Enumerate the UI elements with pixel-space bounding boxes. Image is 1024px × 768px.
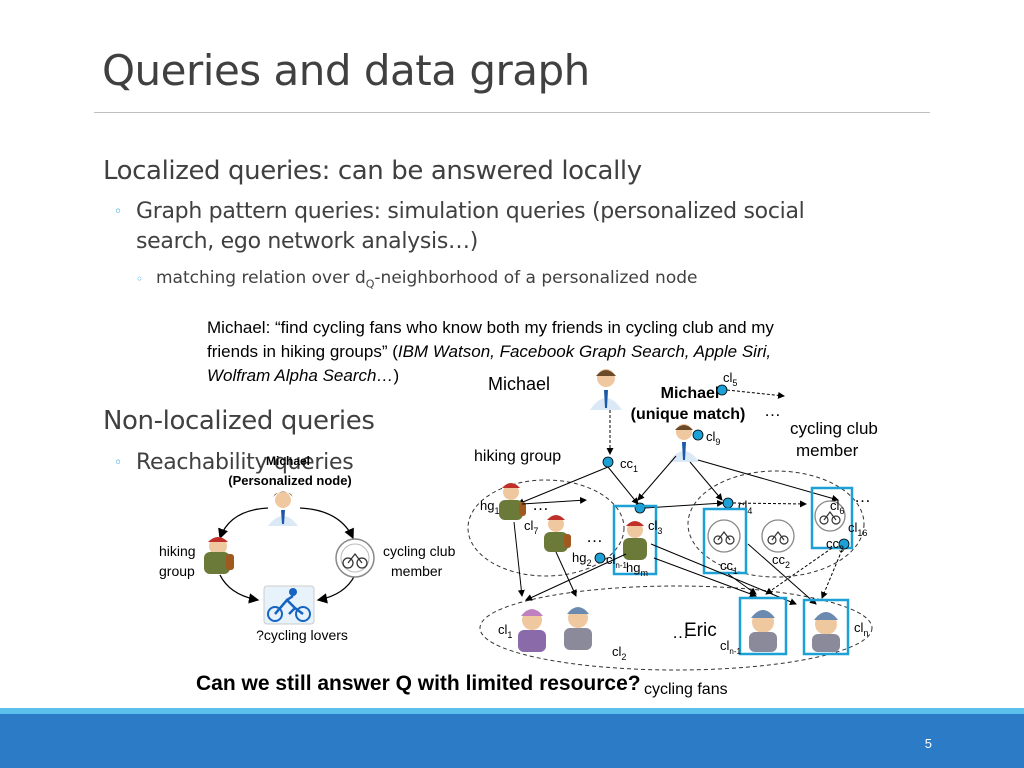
hiker3-avatar-icon <box>623 521 647 560</box>
label-cl3: cl3 <box>648 518 662 536</box>
quote-line2: friends in hiking groups” (IBM Watson, F… <box>207 340 907 364</box>
label-hgm: hgm <box>626 560 648 578</box>
query-graph: Michael (Personalized node) hiking group… <box>159 454 456 643</box>
bullet-graph-pattern-line2: search, ego network analysis…) <box>136 229 479 254</box>
data-michael-bold: Michael <box>661 385 720 402</box>
query-hiking-line1: hiking <box>159 543 196 559</box>
michael-avatar-icon <box>268 491 298 526</box>
data-michael-name: Michael <box>488 374 550 394</box>
bottom-question: Can we still answer Q with limited resou… <box>196 672 641 695</box>
cyclist-fan-n-icon <box>812 612 840 652</box>
match-box-cln1 <box>738 596 788 656</box>
matching-pre: matching relation over d <box>156 268 366 288</box>
data-cycling-fans: cycling fans <box>644 681 728 698</box>
bullet-non-localized: Non-localized queries <box>103 406 375 436</box>
query-cycling-lovers: ?cycling lovers <box>256 627 348 643</box>
node-cc1 <box>602 456 614 468</box>
example-quote: Michael: “find cycling fans who know bot… <box>207 316 907 388</box>
page-number: 5 <box>924 736 932 751</box>
hiker-avatar-icon <box>204 537 234 574</box>
bullet-reachability: Reachability queries <box>136 450 354 475</box>
match-box-cl3 <box>612 504 658 576</box>
node-cl5 <box>716 384 728 396</box>
matching-sub: Q <box>365 277 375 291</box>
cycling-club-badge-icon <box>335 538 375 578</box>
label-cln1: cln-1 <box>720 638 742 656</box>
label-cl16: cl16 <box>848 520 867 538</box>
cyclist-eric-icon <box>749 610 777 652</box>
bullet-marker-icon: ◦ <box>114 204 123 220</box>
quote-line3: Wolfram Alpha Search…) <box>207 364 907 388</box>
bullet-graph-pattern-line1: Graph pattern queries: simulation querie… <box>136 199 805 224</box>
label-cl5: cl5 <box>723 370 737 388</box>
hiker2-avatar-icon <box>544 515 571 552</box>
query-personalized-label: (Personalized node) <box>228 473 352 488</box>
cycling-badge2-icon <box>761 519 795 553</box>
label-clk: cln-1 <box>606 552 628 570</box>
data-cycling-club-line1: cycling club <box>790 419 878 438</box>
query-michael-label: Michael <box>266 454 310 468</box>
label-cl1: cl1 <box>498 622 512 640</box>
data-graph: Michael Michael (unique match) cl5 … cl9… <box>467 369 878 698</box>
cyclist-icon <box>263 585 315 625</box>
bullet-localized: Localized queries: can be answered local… <box>103 156 642 186</box>
quote-line1: Michael: “find cycling fans who know bot… <box>207 318 774 337</box>
label-cln: cln <box>854 620 868 638</box>
data-unique-match: (unique match) <box>631 406 746 423</box>
ellipsis-fans: … <box>672 623 689 642</box>
ellipsis-mid: … <box>586 527 603 546</box>
node-cc3 <box>838 538 850 550</box>
cycling-club-region <box>687 470 865 578</box>
hiking-group-region <box>467 479 625 577</box>
label-cc3: cc3 <box>826 536 844 554</box>
quote-line3-italic: Wolfram Alpha Search… <box>207 366 394 385</box>
hiker1-avatar-icon <box>499 483 526 520</box>
label-cl7: cl7 <box>524 518 538 536</box>
cyclist-fan1-icon <box>518 609 546 652</box>
label-cl4: cl4 <box>738 498 752 516</box>
bullet-marker-icon: ◦ <box>114 455 123 471</box>
bullet-matching-relation: matching relation over dQ-neighborhood o… <box>156 268 697 290</box>
data-hiking-group: hiking group <box>474 448 561 465</box>
label-cl9: cl9 <box>706 429 720 447</box>
label-cc4: cc1 <box>720 558 738 576</box>
cycling-badge1-icon <box>707 519 741 553</box>
query-hiking-line2: group <box>159 563 195 579</box>
footer-stripe <box>0 708 1024 714</box>
quote-line2-plain: friends in hiking groups” ( <box>207 342 398 361</box>
label-cl2: cl2 <box>612 644 626 662</box>
cycling-fans-region <box>479 585 873 671</box>
label-hg2: hg2 <box>572 550 591 568</box>
cyclist-fan2-icon <box>564 607 592 650</box>
data-eric: Eric <box>684 620 717 641</box>
michael-top-avatar-icon <box>590 369 622 410</box>
ellipsis-top: … <box>764 401 781 420</box>
matching-post: -neighborhood of a personalized node <box>374 268 698 288</box>
node-cl3 <box>634 502 646 514</box>
quote-line3-close: ) <box>393 366 400 385</box>
data-cycling-club-line2: member <box>796 441 859 460</box>
footer-bar <box>0 714 1024 768</box>
ellipsis-hiking: … <box>532 495 549 514</box>
label-cc1: cc1 <box>620 456 638 474</box>
query-cycling-club-line1: cycling club <box>383 543 456 559</box>
node-clk <box>594 552 606 564</box>
node-cl9 <box>692 429 704 441</box>
bullet-marker-icon: ◦ <box>136 272 144 286</box>
node-cl4 <box>722 497 734 509</box>
label-cc2: cc2 <box>772 552 790 570</box>
query-cycling-club-line2: member <box>391 563 443 579</box>
match-box-cln <box>802 598 850 656</box>
quote-line2-italic: IBM Watson, Facebook Graph Search, Apple… <box>397 342 772 361</box>
label-hg1: hg1 <box>480 498 499 516</box>
label-cl6: cl6 <box>830 498 844 516</box>
slide-title: Queries and data graph <box>102 46 590 95</box>
cycling-badge3-icon <box>814 500 846 532</box>
ellipsis-club: … <box>854 487 871 506</box>
match-box-cc <box>702 507 748 575</box>
title-divider <box>94 112 930 113</box>
michael-match-avatar-icon <box>669 424 699 462</box>
